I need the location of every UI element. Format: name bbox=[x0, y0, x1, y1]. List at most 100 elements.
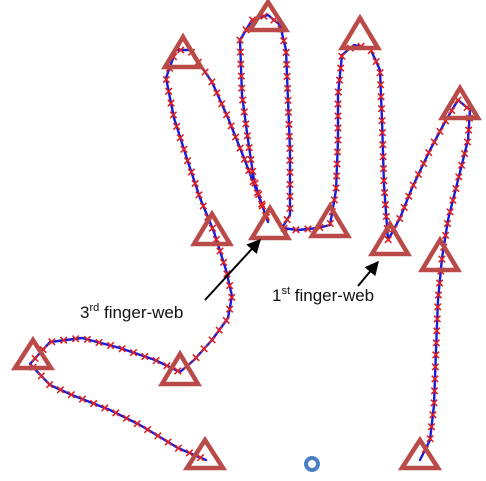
x-mark-icon bbox=[237, 84, 246, 92]
x-mark-icon bbox=[286, 144, 294, 153]
x-mark-icon bbox=[37, 372, 46, 380]
x-mark-icon bbox=[431, 375, 439, 383]
x-mark-icon bbox=[332, 172, 341, 180]
x-mark-icon bbox=[237, 72, 246, 80]
x-mark-icon bbox=[247, 155, 255, 164]
x-mark-icon bbox=[434, 291, 443, 299]
x-mark-icon bbox=[238, 96, 247, 104]
triangle-icon bbox=[158, 349, 202, 387]
x-mark-icon bbox=[240, 155, 249, 164]
x-mark-icon bbox=[286, 156, 294, 165]
x-mark-icon bbox=[284, 96, 292, 105]
x-mark-icon bbox=[56, 385, 65, 394]
triangle-icon bbox=[397, 435, 443, 471]
x-mark-icon bbox=[95, 338, 103, 347]
x-mark-icon bbox=[283, 72, 291, 81]
x-mark-icon bbox=[431, 363, 440, 371]
first-web-arrow bbox=[357, 260, 379, 287]
x-mark-icon bbox=[164, 87, 173, 96]
x-mark-icon bbox=[176, 134, 185, 142]
x-mark-icon bbox=[409, 181, 418, 189]
x-mark-icon bbox=[432, 339, 441, 347]
x-mark-icon bbox=[334, 136, 342, 144]
triangle-icon bbox=[182, 435, 228, 471]
x-mark-icon bbox=[384, 235, 392, 244]
triangle-icon bbox=[438, 83, 482, 121]
x-mark-icon bbox=[258, 202, 267, 210]
triangle-icon bbox=[338, 13, 382, 51]
x-mark-icon bbox=[219, 258, 228, 267]
x-mark-icon bbox=[191, 179, 199, 188]
x-mark-icon bbox=[222, 316, 231, 325]
x-mark-icon bbox=[326, 219, 335, 228]
x-mark-icon bbox=[433, 303, 442, 311]
x-mark-icon bbox=[378, 116, 386, 125]
x-mark-icon bbox=[438, 255, 446, 263]
x-mark-icon bbox=[430, 387, 439, 395]
x-mark-icon bbox=[216, 247, 224, 255]
x-mark-icon bbox=[180, 145, 188, 154]
x-mark-icon bbox=[242, 120, 250, 128]
x-mark-icon bbox=[122, 414, 131, 423]
x-mark-icon bbox=[185, 449, 194, 457]
x-mark-icon bbox=[335, 76, 344, 84]
x-mark-icon bbox=[174, 444, 183, 452]
x-mark-icon bbox=[248, 167, 257, 176]
x-mark-icon bbox=[71, 335, 80, 343]
x-mark-icon bbox=[208, 78, 216, 86]
x-mark-icon bbox=[436, 127, 444, 136]
x-mark-icon bbox=[414, 170, 423, 179]
x-mark-icon bbox=[164, 438, 172, 446]
x-mark-icon bbox=[441, 231, 450, 240]
x-mark-icon bbox=[236, 144, 244, 152]
x-mark-icon bbox=[192, 353, 200, 362]
circle-icon bbox=[304, 456, 320, 472]
x-mark-icon bbox=[67, 390, 76, 399]
x-mark-icon bbox=[172, 122, 181, 131]
x-mark-icon bbox=[336, 64, 345, 72]
x-mark-icon bbox=[334, 112, 342, 120]
triangle-icon bbox=[248, 203, 292, 241]
landmarks-group bbox=[10, 0, 482, 471]
x-mark-icon bbox=[101, 404, 109, 412]
x-mark-icon bbox=[240, 108, 249, 116]
x-mark-icon bbox=[195, 191, 203, 199]
x-mark-icon bbox=[282, 60, 291, 69]
x-mark-icon bbox=[45, 380, 54, 389]
x-mark-icon bbox=[377, 104, 386, 113]
x-mark-icon bbox=[400, 203, 409, 212]
x-mark-icon bbox=[378, 128, 387, 137]
x-mark-icon bbox=[304, 225, 312, 233]
x-mark-icon bbox=[199, 202, 208, 210]
x-mark-icon bbox=[143, 425, 152, 434]
x-mark-icon bbox=[106, 341, 115, 350]
x-mark-icon bbox=[283, 215, 291, 224]
x-mark-icon bbox=[183, 156, 192, 165]
third-finger-web-label: 3rd finger-web bbox=[80, 302, 183, 322]
x-mark-icon bbox=[380, 188, 389, 197]
x-mark-icon bbox=[429, 411, 437, 419]
x-mark-icon bbox=[432, 327, 441, 335]
x-mark-icon bbox=[208, 336, 216, 344]
x-mark-icon bbox=[225, 281, 234, 290]
triangle-icon bbox=[161, 32, 205, 70]
x-mark-icon bbox=[419, 159, 428, 168]
x-mark-icon bbox=[379, 152, 387, 161]
x-mark-icon bbox=[236, 36, 244, 44]
x-mark-icon bbox=[118, 344, 126, 353]
x-mark-icon bbox=[187, 168, 196, 176]
x-mark-icon bbox=[292, 225, 300, 234]
x-mark-icon bbox=[424, 148, 433, 157]
x-mark-icon bbox=[430, 399, 438, 407]
x-mark-icon bbox=[227, 122, 235, 130]
x-mark-icon bbox=[78, 395, 87, 403]
x-mark-icon bbox=[464, 126, 473, 134]
x-mark-icon bbox=[435, 279, 444, 287]
x-mark-icon bbox=[31, 354, 39, 363]
x-mark-icon bbox=[427, 422, 436, 431]
x-mark-icon bbox=[237, 60, 245, 68]
x-mark-icon bbox=[286, 192, 294, 201]
x-mark-icon bbox=[196, 453, 205, 462]
x-mark-icon bbox=[286, 168, 294, 177]
x-mark-icon bbox=[404, 192, 413, 201]
